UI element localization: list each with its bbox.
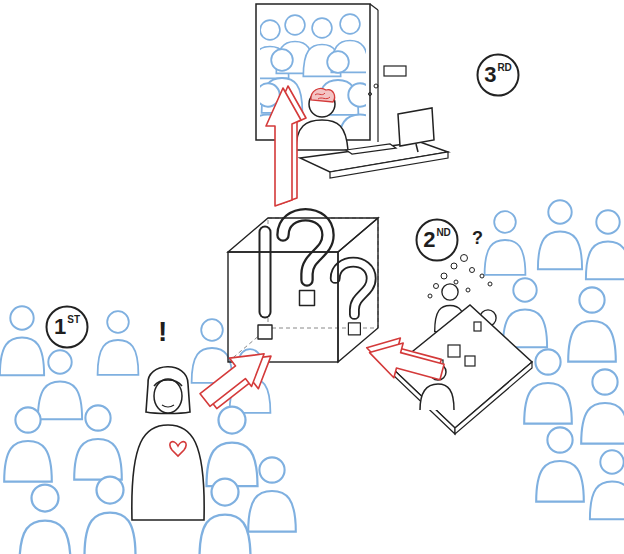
cube-symbols (258, 215, 371, 339)
symbol-label: ! (158, 316, 167, 348)
woman (132, 367, 204, 520)
ordinal-suffix: ST (67, 315, 80, 325)
callout-number: 3 (484, 64, 496, 86)
thought-bubble (384, 66, 406, 76)
callout-circle: 2ND (415, 218, 459, 262)
symbol-label: ? (472, 228, 483, 249)
cube (228, 215, 378, 362)
callout-number: 1 (54, 316, 66, 338)
circle-shape (417, 220, 458, 261)
window (246, 4, 382, 152)
circle-outline (476, 53, 520, 97)
worker (296, 66, 448, 178)
crowd-first-front (20, 477, 251, 554)
callout-content: 2ND (415, 218, 459, 262)
circle-shape (478, 55, 519, 96)
ordinal-suffix: RD (497, 63, 511, 73)
arrow-in-second (361, 330, 448, 389)
circle-outline (45, 305, 89, 349)
arrow-in-first (194, 337, 282, 419)
monitor (398, 108, 434, 146)
callout-number: 2 (423, 229, 435, 251)
callout-circle: 3RD (476, 53, 520, 97)
keyboard (346, 144, 396, 154)
circle-shape (47, 307, 88, 348)
circle-outline (415, 218, 459, 262)
callout-content: 1ST (45, 305, 89, 349)
callout-content: 3RD (476, 53, 520, 97)
red-arrows (194, 86, 448, 419)
table-group (392, 255, 532, 435)
heart (170, 442, 186, 456)
callout-circle: 1ST (45, 305, 89, 349)
ordinal-suffix: ND (436, 228, 450, 238)
arrow-out (266, 86, 306, 206)
brain (311, 88, 335, 102)
